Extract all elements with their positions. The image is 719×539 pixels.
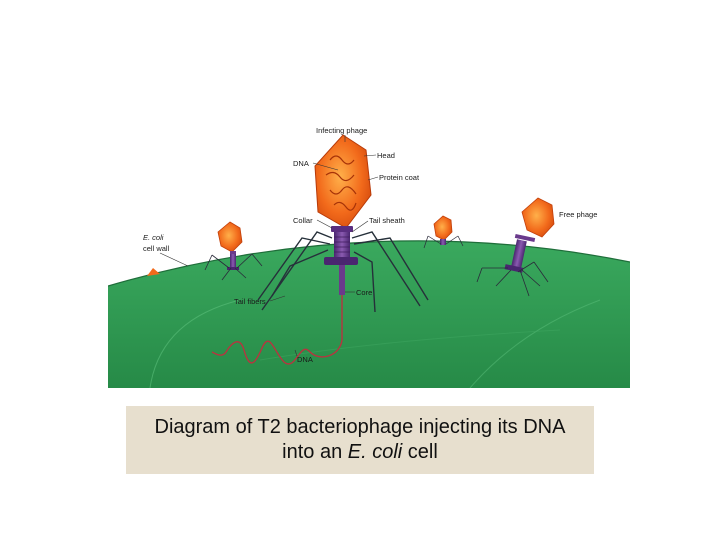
label-dna-top: DNA	[293, 159, 309, 168]
ecoli-cell	[108, 240, 630, 388]
caption-line-2: into an E. coli cell	[282, 440, 438, 465]
label-protein-coat: Protein coat	[379, 173, 420, 182]
label-tail-sheath: Tail sheath	[369, 216, 405, 225]
infecting-phage	[211, 134, 429, 365]
tail-core	[339, 265, 345, 295]
caption-line-2-italic: E. coli	[347, 441, 403, 463]
leader-lines	[159, 135, 379, 357]
label-free-phage: Free phage	[559, 210, 597, 219]
caption-line-2-pre: into an	[282, 441, 348, 463]
phage-small-middle	[423, 215, 464, 249]
caption-line-1: Diagram of T2 bacteriophage injecting it…	[154, 416, 566, 438]
label-core: Core	[356, 288, 372, 297]
caption-line-2-post: cell	[402, 441, 438, 463]
phage-head	[314, 134, 372, 229]
injected-dna	[211, 295, 343, 365]
partial-phage	[147, 268, 160, 276]
caption-box: Diagram of T2 bacteriophage injecting it…	[126, 406, 594, 474]
label-ecoli: E. coli	[143, 233, 164, 242]
label-tail-fibers: Tail fibers	[234, 297, 266, 306]
tail-sheath	[334, 232, 350, 258]
phage-small-left	[204, 221, 263, 281]
free-phage	[476, 197, 555, 297]
label-dna-bottom: DNA	[297, 355, 313, 364]
label-collar: Collar	[293, 216, 313, 225]
dna-in-head	[325, 155, 357, 211]
label-head: Head	[377, 151, 395, 160]
baseplate	[324, 257, 358, 265]
tail-fibers	[257, 231, 429, 313]
label-cell-wall: cell wall	[143, 244, 170, 253]
label-infecting-phage: Infecting phage	[316, 126, 367, 135]
collar	[331, 226, 353, 232]
